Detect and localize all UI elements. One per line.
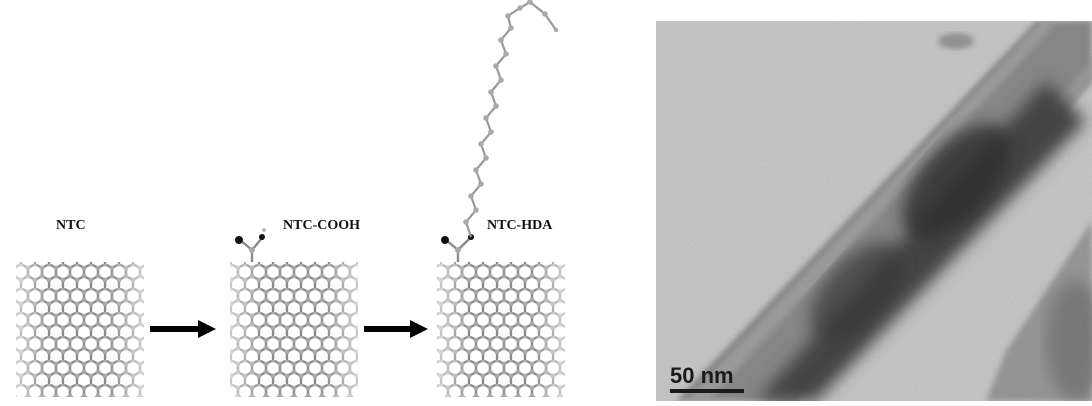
chain-atom [553, 27, 559, 33]
carboxyl-group [235, 228, 266, 262]
chain-atom [473, 207, 479, 213]
chain-atom [498, 77, 504, 83]
chain-atom [517, 5, 523, 11]
chain-atom [468, 193, 474, 199]
tem-micrograph: 50 nm [656, 21, 1092, 401]
chain-atom [527, 0, 533, 5]
scheme-drawing [16, 0, 565, 397]
reaction-arrow-1 [150, 320, 216, 338]
chain-atom [542, 11, 548, 17]
label-ntc-hda: NTC-HDA [487, 218, 553, 233]
chain-atom [483, 155, 489, 161]
chain-atom [483, 115, 489, 121]
nanotube-ntc [16, 262, 144, 397]
label-ntc: NTC [56, 218, 86, 233]
label-ntc-cooh: NTC-COOH [283, 218, 360, 233]
chain-atom [478, 141, 484, 147]
nanotube-ntc-cooh [230, 262, 358, 397]
functionalization-scheme: NTC NTC-COOH NTC-HDA [16, 0, 565, 397]
hexadecylamine-chain [441, 0, 559, 262]
chain-atom [505, 13, 511, 19]
chain-atom [488, 89, 494, 95]
chain-atom [473, 167, 479, 173]
nanotube-ntc-hda [437, 262, 565, 397]
reaction-arrow-2 [364, 320, 428, 338]
chain-atom [503, 51, 509, 57]
chain-atom [478, 181, 484, 187]
chain-atom [493, 63, 499, 69]
chain-atom [463, 219, 469, 225]
chain-atom [493, 103, 499, 109]
chain-atom [488, 129, 494, 135]
scale-bar [670, 389, 744, 393]
scale-bar-label: 50 nm [670, 363, 734, 388]
chain-atom [508, 25, 514, 31]
chain-atom [498, 37, 504, 43]
micrograph-image [656, 21, 1092, 401]
